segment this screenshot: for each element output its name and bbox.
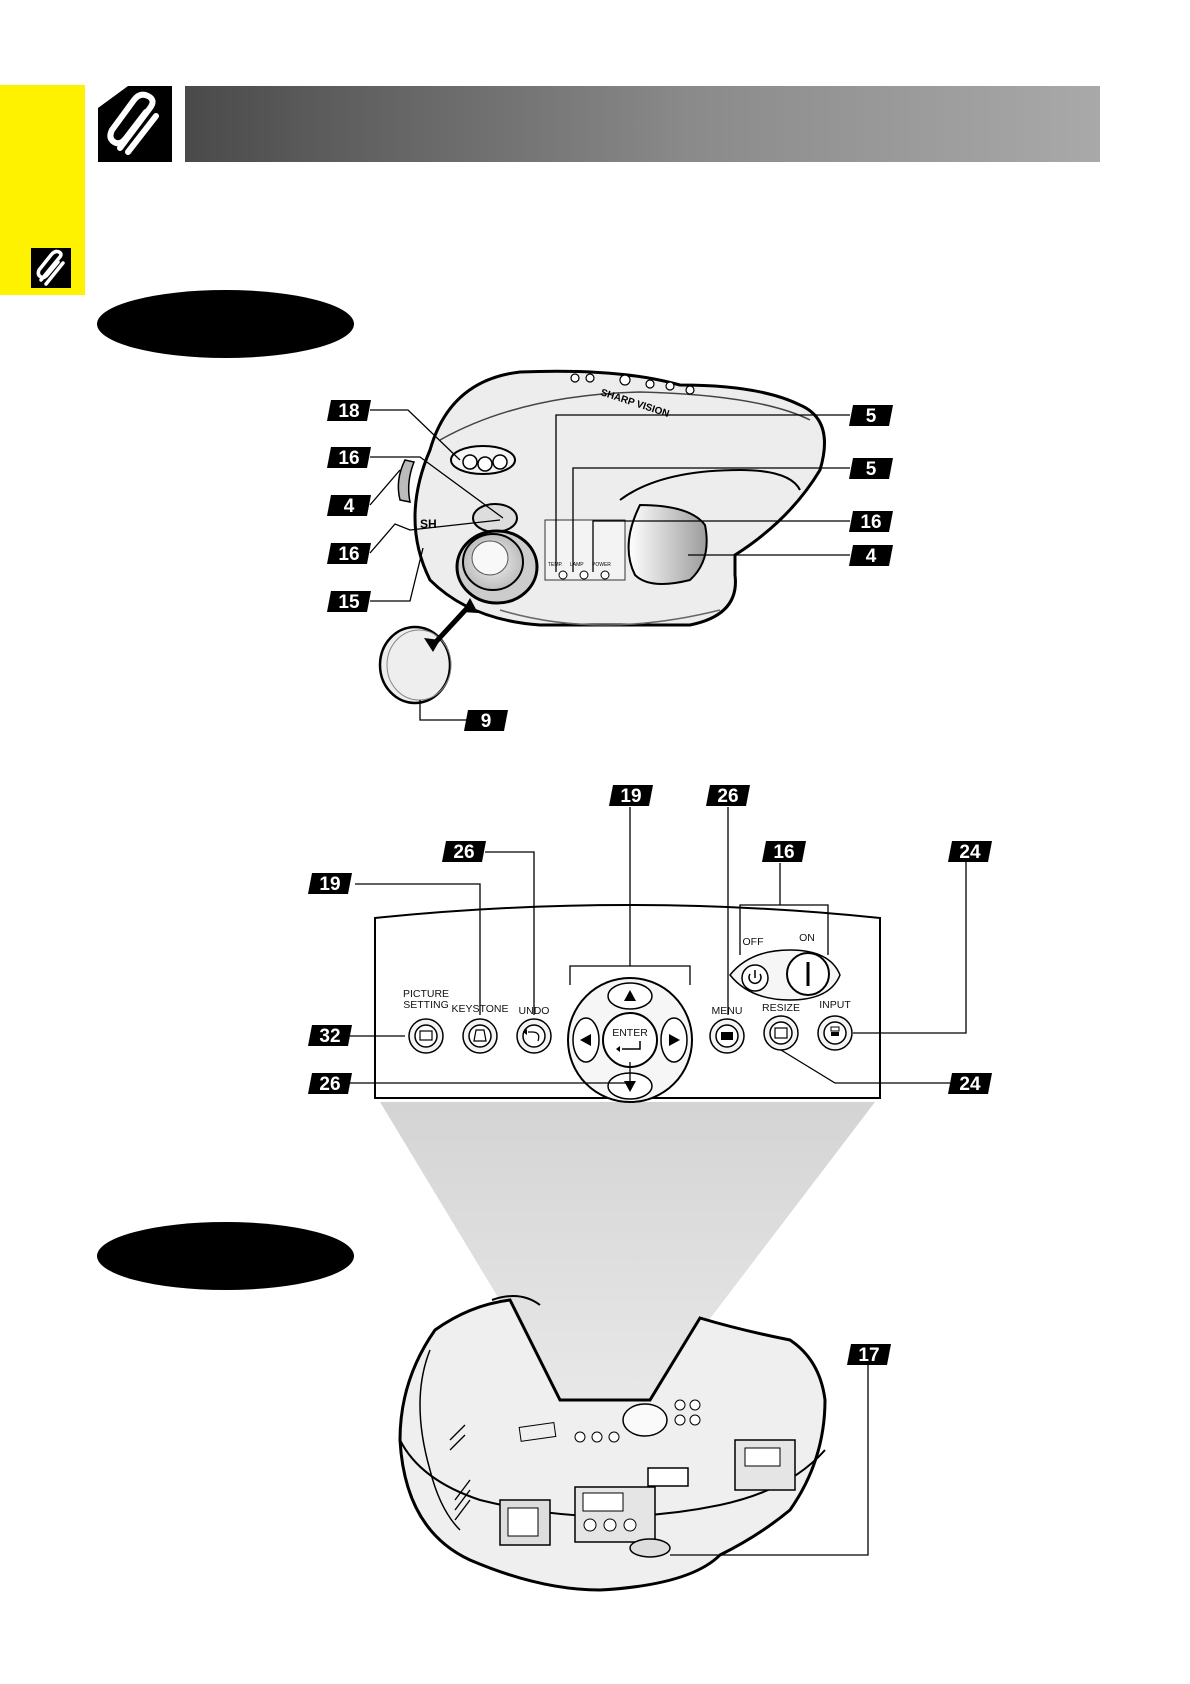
callout-badge: 26 [442,841,486,863]
triangle-right-icon [669,1034,680,1046]
callout-badge: 16 [762,841,806,863]
callout-number: 16 [773,842,794,863]
callout-number: 19 [319,874,340,895]
callout-badge: 9 [464,710,508,732]
callout-badge: 32 [308,1025,352,1047]
callout-badge: 16 [327,543,371,565]
callout-number: 24 [959,842,981,863]
callout-badge: 4 [849,545,893,567]
callout-number: 32 [319,1026,340,1047]
input-label: INPUT [819,999,851,1011]
menu-button[interactable] [709,1018,745,1054]
callout-badge: 4 [327,495,371,517]
section-heading-oval [97,290,354,358]
paperclip-small-icon [31,248,71,288]
control-leader-lines [350,807,967,1084]
enter-label: ENTER [612,1027,648,1039]
callout-number: 26 [717,786,738,807]
resize-icon [774,1027,788,1039]
callout-number: 9 [481,711,492,732]
callout-number: 4 [344,496,355,517]
callout-badge: 24 [948,1073,992,1095]
callout-badge: 5 [849,405,893,427]
callout-badge: 18 [327,400,371,422]
callout-number: 16 [860,512,881,533]
directional-pad[interactable]: ENTER [567,977,693,1103]
projection-beam [380,1102,875,1400]
enter-button[interactable] [602,1012,658,1068]
arrow-down-icon [424,638,440,652]
callout-number: 5 [866,406,877,427]
arrow-up-icon [462,598,478,613]
power-icon [748,973,762,984]
callout-badge: 19 [609,785,653,807]
resize-label: RESIZE [762,1002,800,1014]
callout-number: 26 [453,842,474,863]
triangle-up-icon [624,990,636,1001]
rear-leader-lines [670,1365,869,1556]
callout-badge: 16 [849,511,893,533]
lens-cap-illustration [378,598,478,705]
input-button[interactable] [817,1015,853,1051]
callout-badge: 5 [849,458,893,480]
callout-number: 17 [858,1345,879,1366]
callout-number: 15 [338,592,360,613]
callout-number: 16 [338,544,359,565]
menu-icon [721,1032,733,1040]
projector-front-illustration: SH TEMP. LAMP POWER SHARP VISION [397,369,826,627]
picture-setting-label: PICTURE [403,988,449,1000]
callout-badge: 26 [706,785,750,807]
callout-badge: 26 [308,1073,352,1095]
keystone-icon [473,1029,487,1042]
paperclip-icon [98,86,172,162]
picture-icon [419,1030,433,1041]
callout-badge: 15 [327,591,371,613]
callout-number: 16 [338,448,359,469]
indicator-panel: TEMP. LAMP POWER [544,519,626,581]
power-buttons: OFF ON [729,932,841,1001]
callout-badge: 17 [847,1344,891,1366]
front-leader-lines [369,409,850,721]
undo-button[interactable] [516,1018,552,1054]
projector-rear-illustration [398,1295,827,1592]
off-label: OFF [743,936,764,948]
undo-icon [528,1031,540,1042]
adjustment-foot [629,1538,671,1558]
triangle-left-icon [580,1034,591,1046]
callout-number: 18 [338,401,359,422]
callout-number: 5 [866,459,877,480]
enter-icon [622,1041,641,1050]
callout-badge: 24 [948,841,992,863]
keystone-button[interactable] [462,1018,498,1054]
resize-button[interactable] [763,1015,799,1051]
triangle-down-icon [624,1081,636,1092]
menu-label: MENU [712,1005,743,1017]
temp-led-label: TEMP. [548,562,563,568]
callout-number: 4 [866,546,877,567]
picture-setting-button[interactable] [408,1018,444,1054]
chapter-title-bar [185,86,1100,162]
picture-setting-label: SETTING [403,999,449,1011]
on-label: ON [799,932,815,944]
lamp-led-label: LAMP [570,562,584,568]
section-heading-oval [97,1222,354,1290]
power-led-label: POWER [592,562,611,568]
callout-number: 26 [319,1074,340,1095]
callout-badge: 19 [308,873,352,895]
callout-number: 24 [959,1074,981,1095]
control-panel-illustration: PICTURE SETTING KEYSTONE UNDO ENTER [374,904,881,1400]
callout-badge: 16 [327,447,371,469]
callout-number: 19 [620,786,641,807]
input-icon [830,1026,840,1032]
